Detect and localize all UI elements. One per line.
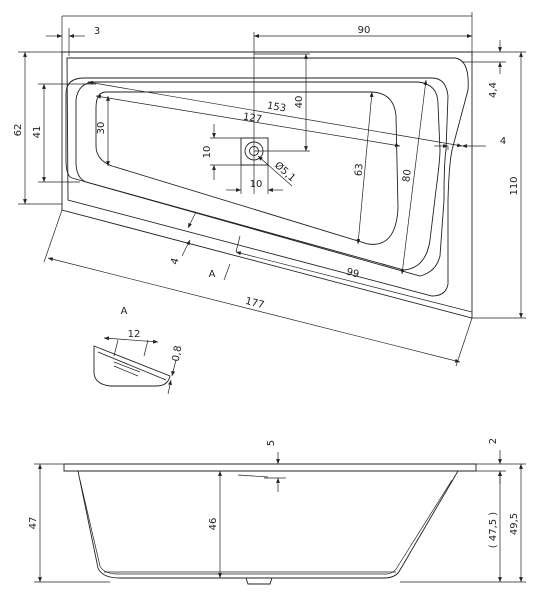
dim-49-5-label: 49,5 — [509, 513, 520, 535]
dim-4-right-label: 4 — [500, 136, 506, 147]
section-marker-a: A — [209, 235, 241, 281]
dim-diameter-5-1: Ø5,1 — [257, 155, 298, 187]
dim-drain-10v-label: 10 — [202, 146, 213, 159]
dim-80: 80 — [400, 79, 428, 275]
section-marker-a-label: A — [209, 269, 216, 280]
dim-127-label: 127 — [242, 112, 263, 126]
dim-3-label: 3 — [94, 26, 100, 37]
dim-2: 2 — [476, 438, 506, 484]
dim-4-right: 4 — [434, 136, 506, 150]
detail-a: A 12 0,8 — [93, 306, 185, 395]
dim-drain-10-horizontal: 10 — [226, 165, 283, 194]
dim-90: 90 — [253, 25, 472, 38]
dim-drain-10-vertical: 10 — [202, 124, 254, 180]
dim-40-label: 40 — [294, 96, 305, 109]
dim-46: 46 — [208, 471, 222, 578]
side-rim — [63, 463, 477, 472]
tub-basin-outer-edge — [65, 77, 449, 277]
dim-47-5: ( 47,5 ) — [400, 471, 526, 583]
dim-47-label: 47 — [28, 517, 39, 530]
dim-4-4-label: 4,4 — [488, 82, 499, 98]
dim-47: 47 — [28, 463, 110, 583]
detail-0-8-label: 0,8 — [171, 345, 185, 363]
dim-5-label: 5 — [266, 440, 277, 446]
dim-62: 62 — [13, 51, 62, 205]
dim-177-label: 177 — [244, 296, 265, 311]
dim-177: 177 — [43, 209, 473, 367]
dim-4-left-label: 4 — [169, 257, 181, 266]
dim-99-label: 99 — [345, 267, 360, 281]
dim-127: 127 — [95, 94, 401, 148]
dim-41: 41 — [32, 83, 96, 183]
dim-30-label: 30 — [96, 122, 107, 135]
dim-3: 3 — [46, 16, 100, 56]
dim-4-4: 4,4 — [462, 40, 506, 98]
dim-46-label: 46 — [208, 518, 219, 531]
dim-90-label: 90 — [358, 25, 371, 36]
dim-47-5-label: ( 47,5 ) — [488, 512, 499, 549]
dim-110-label: 110 — [509, 176, 520, 195]
dim-63-label: 63 — [353, 163, 365, 177]
side-view: 47 46 5 2 ( 47,5 ) — [28, 438, 526, 585]
dim-63: 63 — [353, 91, 374, 245]
dim-80-label: 80 — [401, 169, 413, 183]
dim-153-label: 153 — [266, 101, 287, 115]
dim-41-label: 41 — [32, 126, 43, 139]
top-view: 3 90 62 41 30 — [13, 12, 526, 367]
dim-2-label: 2 — [488, 438, 499, 444]
detail-a-label: A — [121, 306, 128, 317]
tub-inner-wall — [75, 81, 441, 271]
side-overflow — [237, 474, 269, 478]
dim-110: 110 — [472, 51, 526, 319]
dim-62-label: 62 — [13, 124, 24, 137]
side-body — [77, 470, 459, 579]
detail-dim-12: 12 — [103, 329, 159, 357]
dim-5: 5 — [264, 440, 286, 492]
dim-49-5: 49,5 — [506, 463, 526, 582]
detail-12-label: 12 — [128, 329, 141, 340]
detail-dim-0-8: 0,8 — [167, 345, 185, 395]
dim-drain-10h-label: 10 — [250, 179, 263, 190]
dim-99: 99 — [235, 251, 473, 313]
side-drain — [245, 577, 273, 585]
